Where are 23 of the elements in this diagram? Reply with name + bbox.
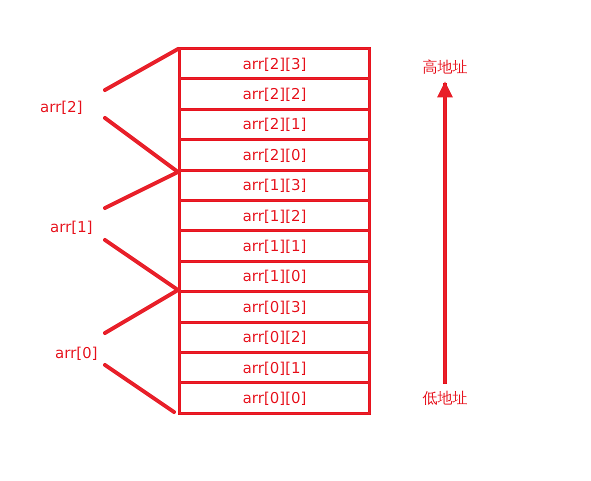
group-label: arr[0] — [55, 344, 98, 362]
cell-text: arr[2][1] — [242, 115, 306, 134]
cell-text: arr[0][2] — [242, 328, 306, 346]
cell-text: arr[2][2] — [242, 85, 306, 104]
memory-cell — [178, 229, 371, 263]
cell-text: arr[1][2] — [242, 206, 306, 225]
arrow — [437, 81, 453, 384]
cell-text: arr[0][1] — [242, 358, 306, 377]
cell-text: arr[0][0] — [242, 389, 306, 408]
cell-text: arr[2][0] — [242, 146, 306, 164]
cell-text: arr[1][1] — [242, 237, 306, 256]
memory-cell — [178, 77, 371, 111]
group-label: arr[2] — [40, 98, 83, 116]
cell-text: arr[2][3] — [242, 54, 306, 73]
memory-cell — [178, 381, 371, 415]
cell-text: arr[1][0] — [242, 267, 306, 286]
cell-text: arr[1][3] — [242, 176, 306, 194]
cell-text: arr[0][3] — [242, 298, 306, 316]
memory-cell — [178, 138, 371, 172]
memory-cell — [178, 290, 371, 324]
address-label: 低地址 — [422, 389, 468, 407]
address-label: 高地址 — [422, 58, 468, 76]
group-label: arr[1] — [50, 218, 93, 236]
